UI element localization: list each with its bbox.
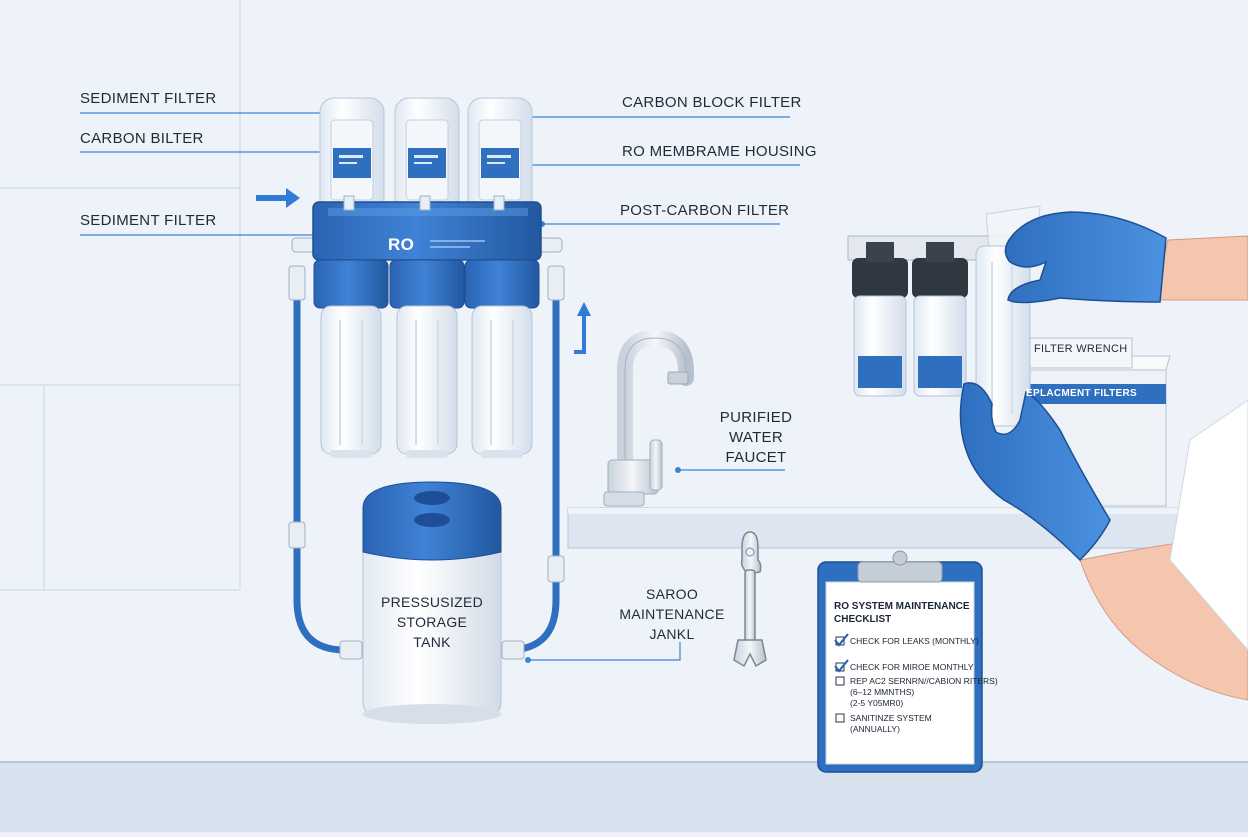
checkbox: [835, 676, 845, 686]
label-sediment-filter-top: SEDIMENT FILTER: [80, 90, 217, 107]
upper-hand: [1004, 211, 1248, 304]
checklist-marks: [834, 633, 849, 723]
check-icon: [834, 633, 849, 647]
checklist-item-text: SANITINZE SYSTEM: [850, 713, 932, 723]
label-carbon-block-filter: CARBON BLOCK FILTER: [622, 94, 802, 111]
top-filter-canisters: [319, 97, 533, 217]
checklist-title: RO SYSTEM MAINTENANCE CHECKLIST: [834, 601, 970, 625]
label-sediment-filter-bottom: SEDIMENT FILTER: [80, 212, 217, 229]
label-carbon-bilter: CARBON BILTER: [80, 130, 204, 147]
inlet-arrow-icon: [256, 188, 300, 208]
floor: [0, 762, 1248, 832]
checklist-item-text: REP AC2 SERNRN//CABION RITERS): [850, 676, 998, 686]
manifold-badge: RO: [388, 235, 415, 254]
label-storage-tank: PRESSUSIZED STORAGE TANK: [380, 594, 484, 650]
leader-lines: [80, 112, 800, 661]
checklist-item-text: CHECK FOR LEAKS (MONTHLY): [850, 636, 979, 646]
checklist-item-text: (6–12 MMNTHS): [850, 687, 915, 697]
checklist-item-text: (2-5 Y05MR0): [850, 698, 904, 708]
label-purified-water-faucet: PURIFIED WATER FAUCET: [719, 409, 793, 466]
filter-wrench-box: [1027, 337, 1133, 369]
label-replacement-filters: EPLACMENT FILTERS: [1026, 388, 1138, 399]
label-post-carbon-filter: POST-CARBON FILTER: [620, 202, 790, 219]
manifold: [312, 195, 542, 261]
check-icon: [834, 659, 849, 673]
checkbox: [835, 713, 845, 723]
filter-housings: [313, 259, 540, 458]
flow-up-arrow-icon: [574, 302, 591, 354]
lower-hand: [959, 382, 1248, 701]
checklist-item-text: (ANNUALLY): [850, 724, 900, 734]
wall-tiles: [0, 0, 241, 591]
label-maintenance: SAROO MAINTENANCE JANKL: [619, 586, 725, 642]
checklist-item-text: CHECK FOR MIROE MONTHLY: [850, 662, 974, 672]
faucet: [603, 329, 694, 507]
wrench-icon: [733, 531, 767, 668]
label-ro-membrame-housing: RO MEMBRAME HOUSING: [622, 143, 817, 160]
clipboard: [817, 550, 983, 773]
label-filter-wrench: FILTER WRENCH: [1034, 343, 1128, 355]
counter: [567, 507, 1248, 549]
storage-tank: [362, 481, 502, 724]
